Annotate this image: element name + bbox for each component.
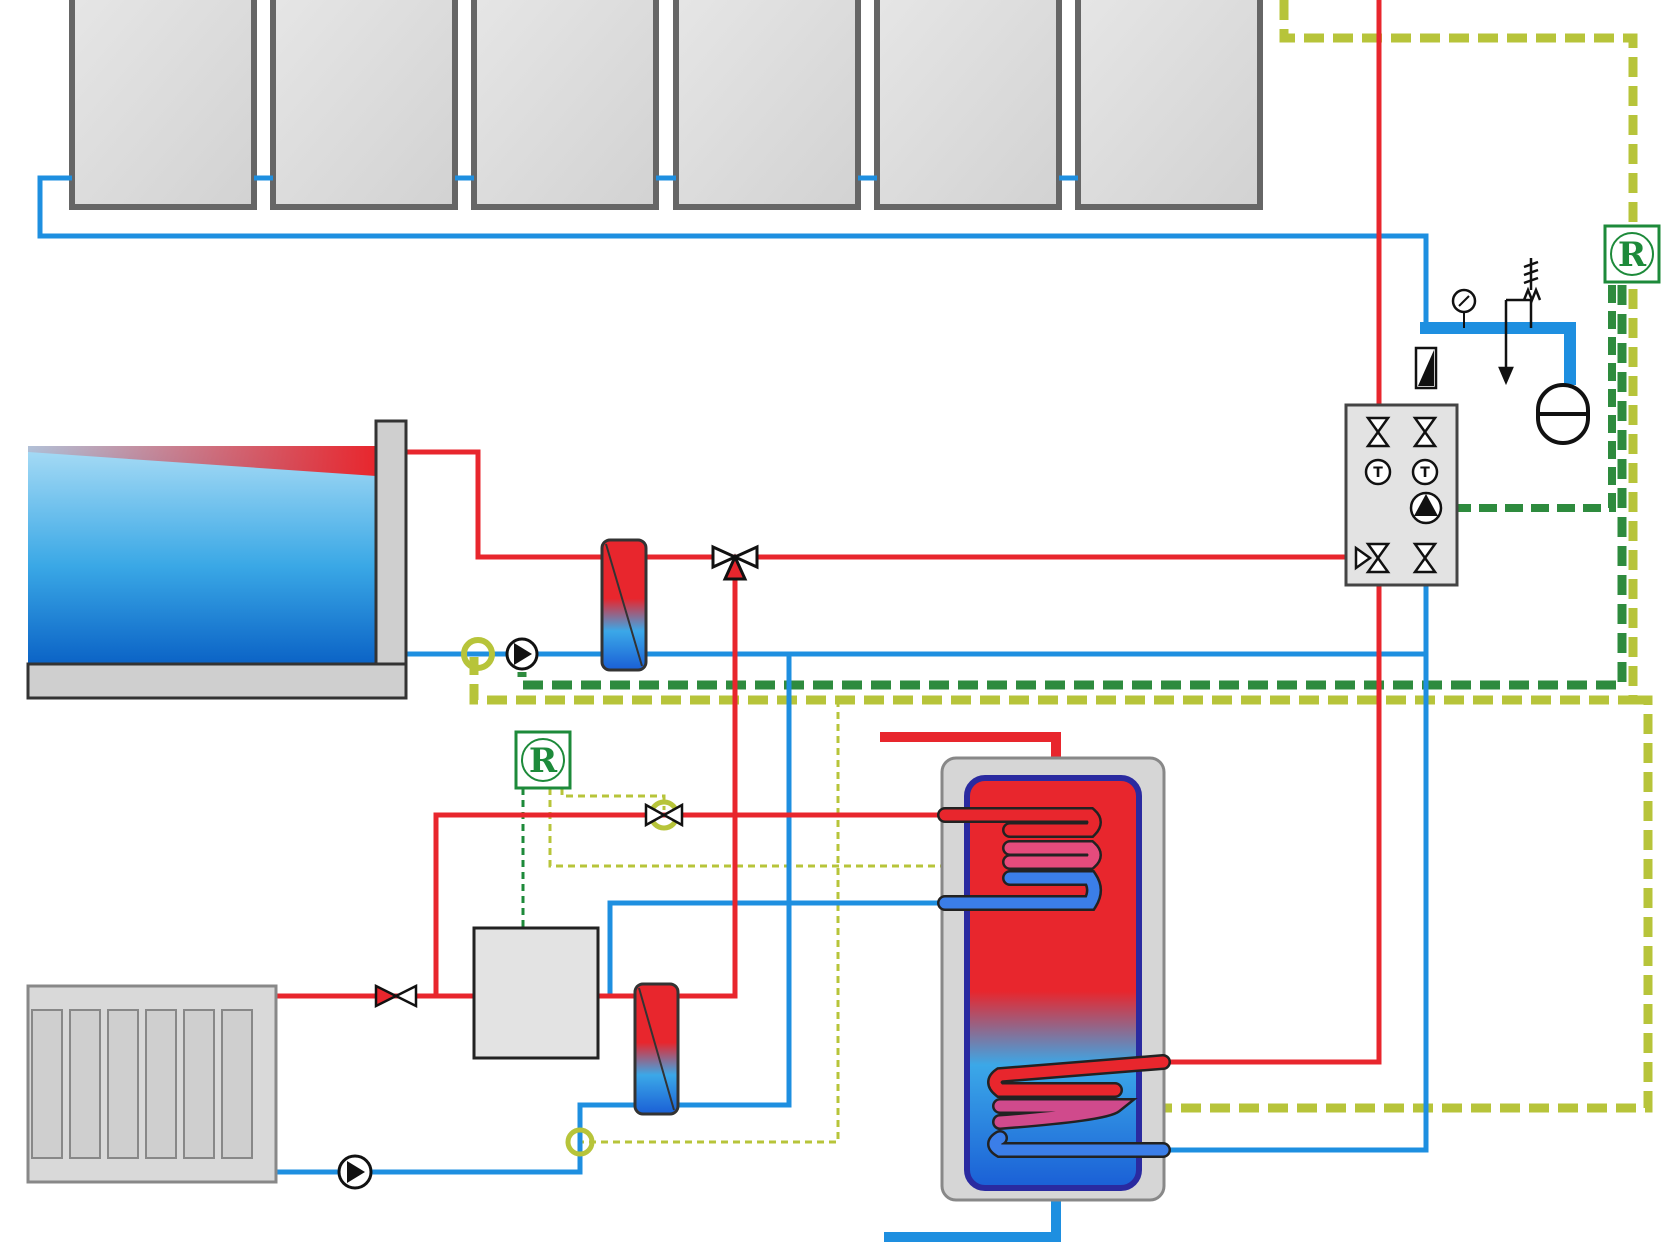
heat-storage-tank bbox=[937, 756, 1171, 1202]
coil-line-valve-icon bbox=[644, 802, 684, 828]
pool-hx-plate bbox=[605, 543, 643, 667]
swimming-pool bbox=[26, 419, 408, 700]
solar-controller-top: R bbox=[1603, 224, 1661, 284]
station-flow-to-tank bbox=[1163, 585, 1382, 1065]
radiator-valve-icon bbox=[374, 983, 418, 1009]
valve-icon bbox=[1354, 416, 1438, 574]
radiator bbox=[26, 984, 278, 1184]
olive-control-line-top bbox=[469, 0, 1638, 705]
lower-controller-wire-4 bbox=[580, 700, 840, 1144]
safety-valve-icon bbox=[1498, 258, 1542, 386]
pool-warm-surface bbox=[28, 446, 376, 476]
solar-collector-1 bbox=[69, 0, 257, 210]
station-return-to-tank bbox=[1163, 585, 1429, 1153]
diverter-branch bbox=[678, 557, 738, 999]
temperature-sensor-icon: T T bbox=[1364, 458, 1439, 486]
solar-collector-2 bbox=[270, 0, 458, 210]
pool-floor bbox=[26, 662, 408, 700]
collector-return-line bbox=[37, 175, 1429, 322]
olive-control-line-tank bbox=[1163, 695, 1653, 1113]
pool-circulation-pump-icon bbox=[505, 637, 539, 671]
solar-pump-icon bbox=[1409, 491, 1443, 525]
secondary-hx-plate bbox=[638, 987, 675, 1111]
solar-collector-array bbox=[69, 0, 1263, 210]
three-way-valve-icon bbox=[711, 544, 759, 581]
tank-top-coil-flow bbox=[433, 812, 945, 996]
expansion-vessel-icon bbox=[1536, 383, 1590, 445]
boiler bbox=[472, 926, 600, 1060]
pool-flow-line bbox=[376, 449, 1346, 560]
tank-inner bbox=[964, 775, 1142, 1191]
boiler-return-sensor-icon bbox=[565, 1127, 595, 1157]
cold-pipes bbox=[37, 175, 1576, 1242]
solar-collector-4 bbox=[673, 0, 861, 210]
pool-hx-branch-blue bbox=[678, 654, 792, 1108]
tank-top-coil bbox=[937, 807, 1102, 911]
lower-controller-wire-3 bbox=[560, 788, 666, 810]
tank-bottom-coil bbox=[987, 1054, 1171, 1158]
solar-collector-5 bbox=[874, 0, 1062, 210]
expansion-line bbox=[1420, 322, 1576, 385]
pool-wall bbox=[374, 419, 408, 700]
check-valve-icon bbox=[1414, 346, 1438, 390]
tank-top-coil-return bbox=[607, 900, 945, 994]
green-control-line-pump bbox=[1457, 285, 1616, 512]
cold-water-inlet bbox=[884, 1190, 1061, 1242]
svg-text:T: T bbox=[1420, 465, 1430, 481]
svg-text:T: T bbox=[1373, 465, 1383, 481]
solar-station: T T bbox=[1344, 403, 1459, 587]
svg-text:R: R bbox=[1618, 235, 1647, 275]
heating-controller-bottom: R bbox=[514, 730, 572, 790]
secondary-hx-blue-out bbox=[276, 1102, 645, 1175]
svg-text:R: R bbox=[529, 741, 558, 781]
pool-flow-sensor-icon bbox=[461, 637, 495, 671]
pressure-gauge-icon bbox=[1451, 288, 1477, 328]
radiator-pump-icon bbox=[337, 1154, 373, 1190]
solar-collector-3 bbox=[471, 0, 659, 210]
control-wiring bbox=[469, 0, 1653, 1144]
lower-controller-wire-2 bbox=[548, 788, 945, 868]
solar-collector-6 bbox=[1075, 0, 1263, 210]
pool-water bbox=[28, 446, 376, 664]
